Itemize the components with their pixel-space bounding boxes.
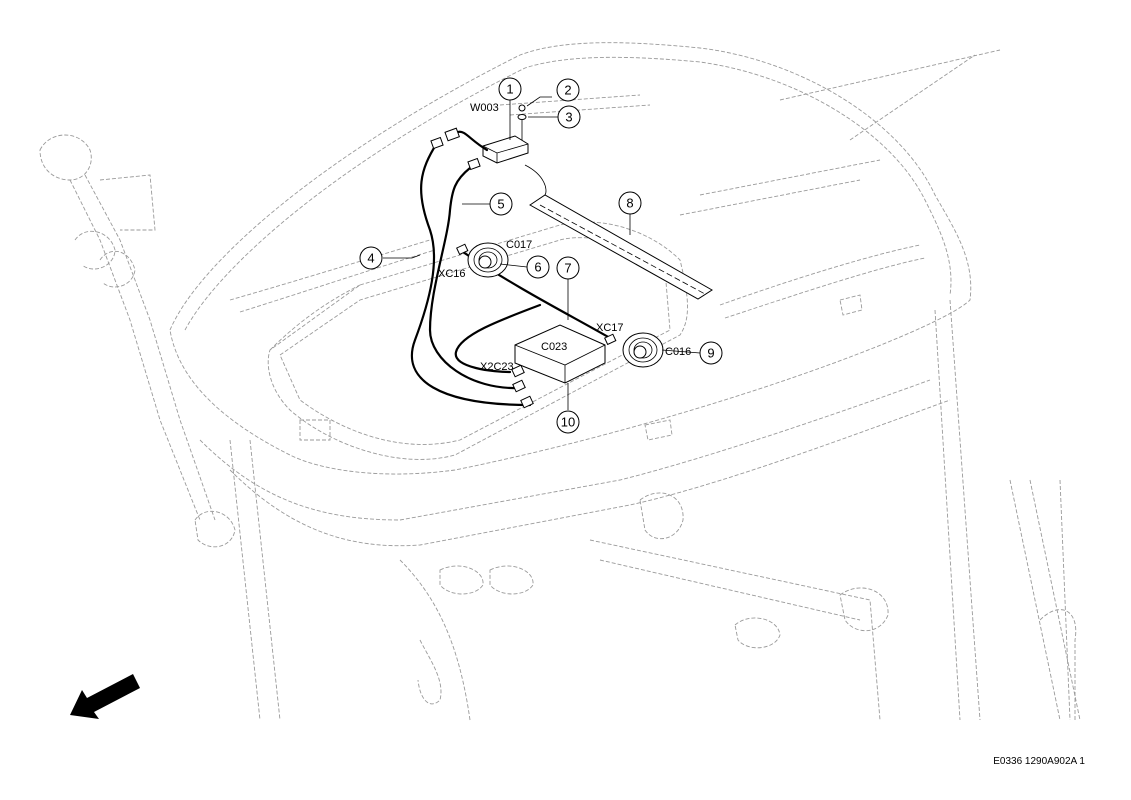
svg-text:2: 2 bbox=[564, 83, 571, 98]
svg-text:4: 4 bbox=[367, 251, 374, 266]
callout-2: 2 bbox=[556, 78, 580, 102]
antenna-strip bbox=[524, 164, 713, 300]
svg-text:10: 10 bbox=[561, 415, 575, 430]
speaker-c017 bbox=[467, 242, 509, 278]
svg-text:3: 3 bbox=[565, 110, 572, 125]
label-xc16: XC16 bbox=[438, 268, 466, 280]
svg-text:8: 8 bbox=[626, 196, 633, 211]
label-xc17: XC17 bbox=[596, 322, 624, 334]
label-c023: C023 bbox=[541, 341, 567, 353]
svg-text:6: 6 bbox=[534, 260, 541, 275]
callout-10: 10 bbox=[556, 410, 580, 434]
reference-code: E0336 1290A902A 1 bbox=[993, 756, 1085, 767]
svg-text:5: 5 bbox=[497, 197, 504, 212]
callout-8: 8 bbox=[618, 191, 642, 215]
label-x2c23: X2C23 bbox=[480, 361, 514, 373]
antenna-module-w003 bbox=[482, 104, 529, 164]
direction-arrow-icon bbox=[70, 674, 140, 719]
speaker-c016 bbox=[622, 332, 664, 368]
callout-7: 7 bbox=[556, 256, 580, 280]
callout-5: 5 bbox=[489, 192, 513, 216]
cab-outline bbox=[39, 42, 1081, 721]
svg-text:7: 7 bbox=[564, 261, 571, 276]
connectors bbox=[430, 127, 617, 409]
callout-9: 9 bbox=[699, 341, 723, 365]
svg-text:1: 1 bbox=[506, 82, 513, 97]
radio-unit-c023 bbox=[514, 324, 606, 384]
callouts: 1 2 3 4 5 6 7 8 bbox=[359, 77, 723, 434]
callout-6: 6 bbox=[526, 255, 550, 279]
label-c016: C016 bbox=[665, 346, 691, 358]
label-c017: C017 bbox=[506, 239, 532, 251]
component-labels: W003 C017 XC16 XC17 C016 C023 X2C23 bbox=[438, 102, 691, 373]
callout-1: 1 bbox=[498, 77, 522, 101]
callout-4: 4 bbox=[359, 246, 383, 270]
label-w003: W003 bbox=[470, 102, 499, 114]
svg-text:9: 9 bbox=[707, 346, 714, 361]
callout-3: 3 bbox=[557, 105, 581, 129]
leader-lines bbox=[383, 96, 701, 410]
